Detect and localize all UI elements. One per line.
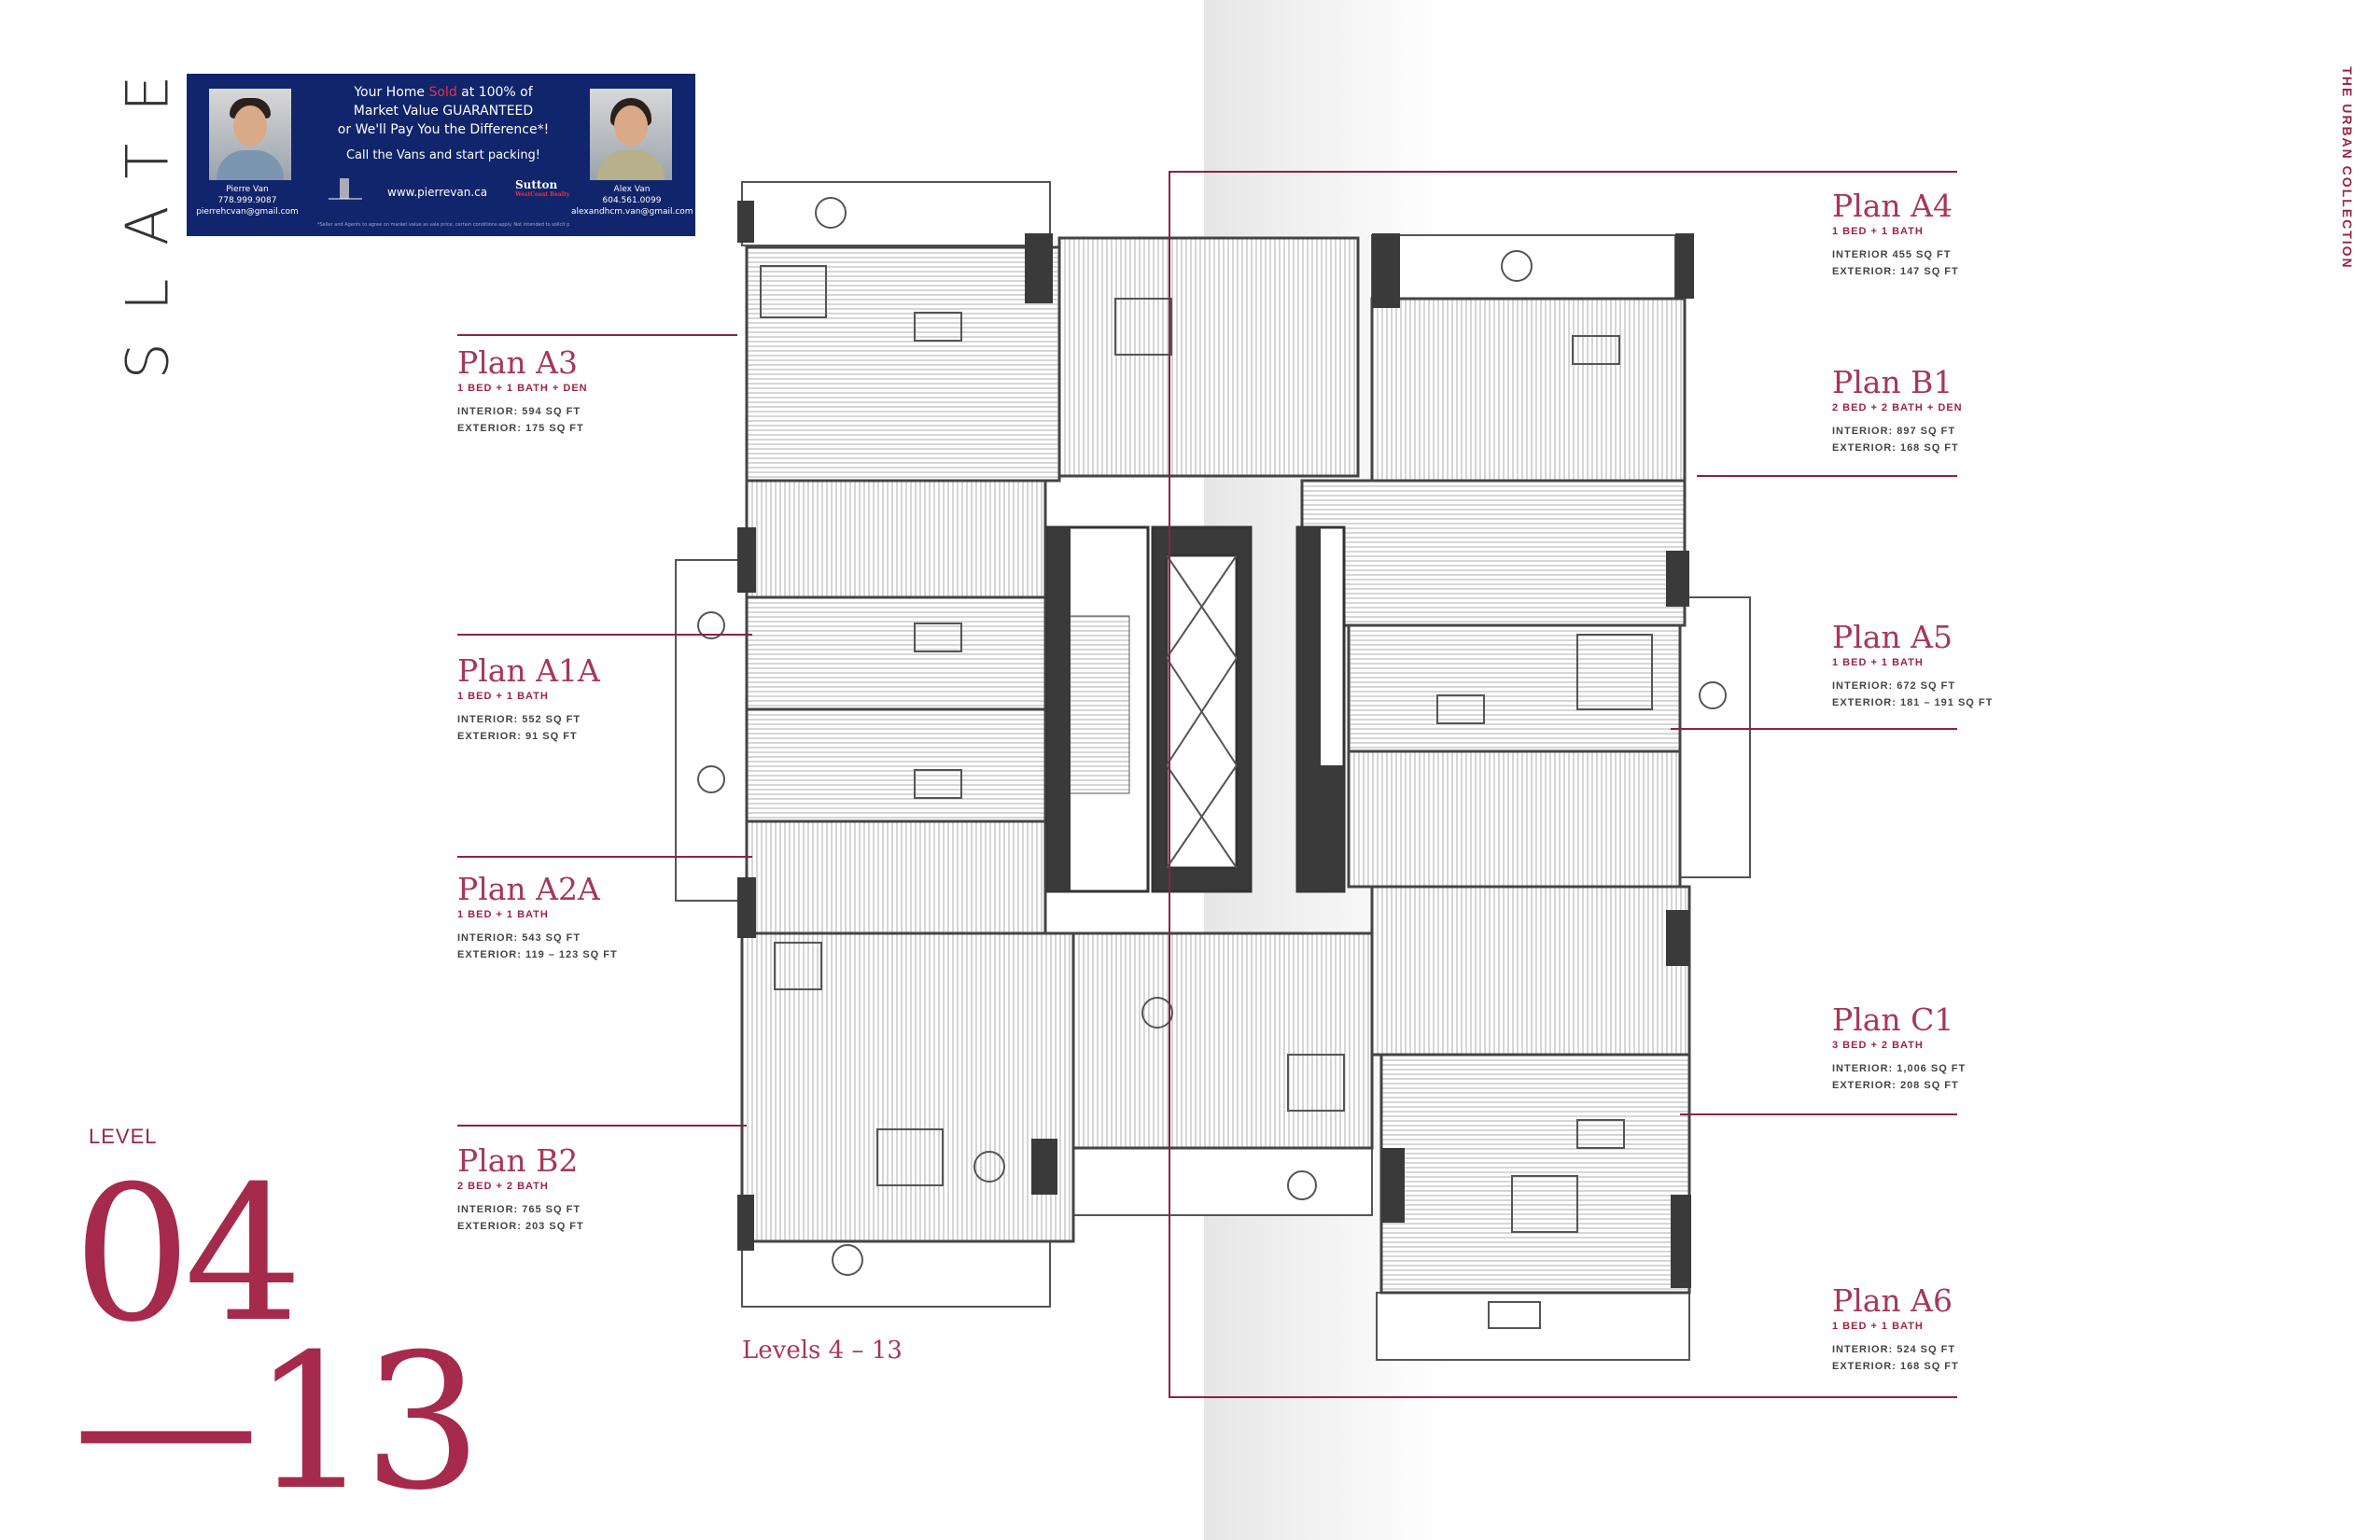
leader-line-a1a (457, 634, 752, 636)
ad-fine-print: *Seller and Agents to agree on market va… (317, 222, 569, 228)
leader-line-b2 (457, 1125, 747, 1127)
leader-line-a3 (457, 334, 737, 336)
leader-line-a5 (1671, 728, 1957, 730)
level-label: LEVEL (89, 1125, 158, 1148)
balconies (675, 181, 1751, 1361)
agent-photo-alex (590, 89, 672, 180)
ad-call-to-action: Call the Vans and start packing! (345, 148, 541, 162)
van-team-logo (327, 176, 364, 204)
leader-line-vertical (1169, 171, 1170, 1397)
ad-headline: Your Home Sold at 100% of Market Value G… (337, 85, 550, 137)
units (740, 236, 1691, 1295)
leader-line-c1 (1680, 1113, 1957, 1115)
leader-line-a4 (1169, 171, 1957, 173)
leader-line-b1 (1697, 475, 1957, 477)
levels-range-caption: Levels 4 – 13 (742, 1337, 903, 1365)
furniture (697, 197, 1727, 1329)
leader-line-a6 (1169, 1396, 1957, 1398)
level-to: —13 (73, 1314, 482, 1532)
leader-line-a2a (457, 856, 752, 858)
realtor-ad-banner[interactable]: Your Home Sold at 100% of Market Value G… (187, 74, 695, 236)
structural-walls (737, 201, 1694, 1288)
ad-website-link[interactable]: www.pierrevan.ca (387, 186, 488, 199)
level-from: 04 (73, 1146, 302, 1364)
agent-photo-pierre (209, 89, 291, 180)
